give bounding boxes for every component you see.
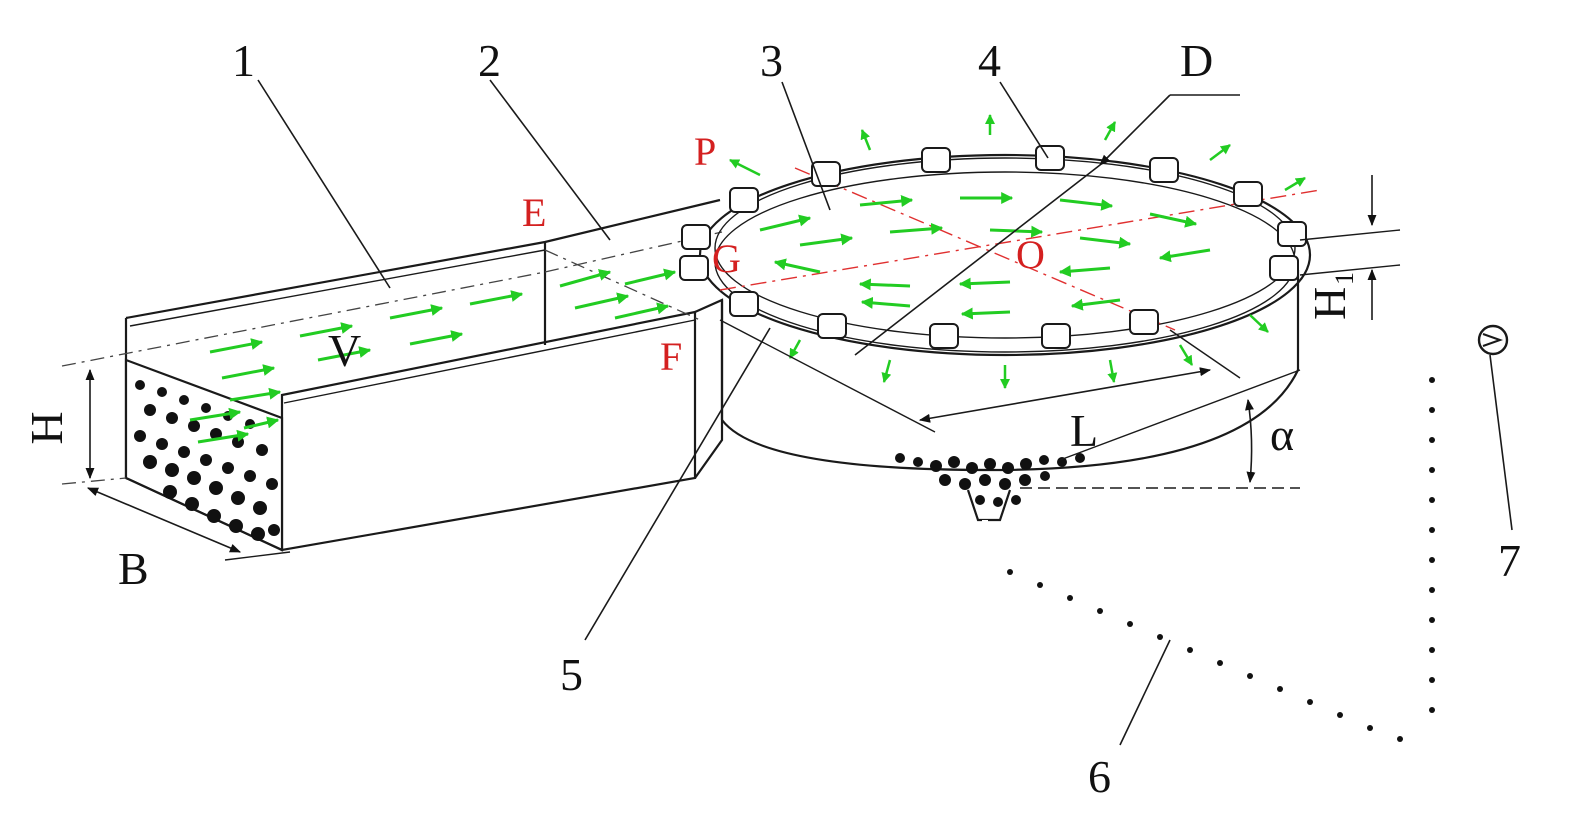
label-part-2: 2 [478, 35, 501, 86]
label-point-p: P [694, 129, 716, 174]
label-height: H [21, 411, 72, 444]
part-number-labels: 1 2 3 4 5 6 7 [232, 35, 1521, 802]
label-part-1: 1 [232, 35, 255, 86]
label-part-5: 5 [560, 649, 583, 700]
label-point-f: F [660, 334, 682, 379]
dimension-labels: V H B L H 1 α D [21, 35, 1359, 594]
channel-flow-arrows [189, 268, 677, 444]
ring-rollers [679, 145, 1307, 349]
label-part-3: 3 [760, 35, 783, 86]
label-part-7: 7 [1498, 535, 1521, 586]
channel [61, 198, 724, 552]
pump [1477, 324, 1509, 356]
pond-flow-arrows [759, 192, 1211, 320]
label-angle: α [1270, 409, 1294, 460]
label-width: B [118, 543, 149, 594]
point-labels: P E G O F [522, 129, 1045, 379]
pond [679, 114, 1321, 522]
label-point-o: O [1016, 232, 1045, 277]
label-velocity: V [328, 325, 361, 376]
discharge-pipe [982, 327, 1538, 749]
label-part-6: 6 [1088, 751, 1111, 802]
dimension-lines [85, 94, 1401, 561]
label-ring-height: H [1304, 287, 1355, 320]
label-point-e: E [522, 190, 546, 235]
label-part-4: 4 [978, 35, 1001, 86]
label-ring-height-subscript: 1 [1330, 272, 1359, 285]
part-leaders [257, 79, 1513, 746]
label-length: L [1070, 405, 1098, 456]
pond-sediment [895, 453, 1085, 507]
label-diameter: D [1180, 35, 1213, 86]
label-point-g: G [712, 236, 741, 281]
